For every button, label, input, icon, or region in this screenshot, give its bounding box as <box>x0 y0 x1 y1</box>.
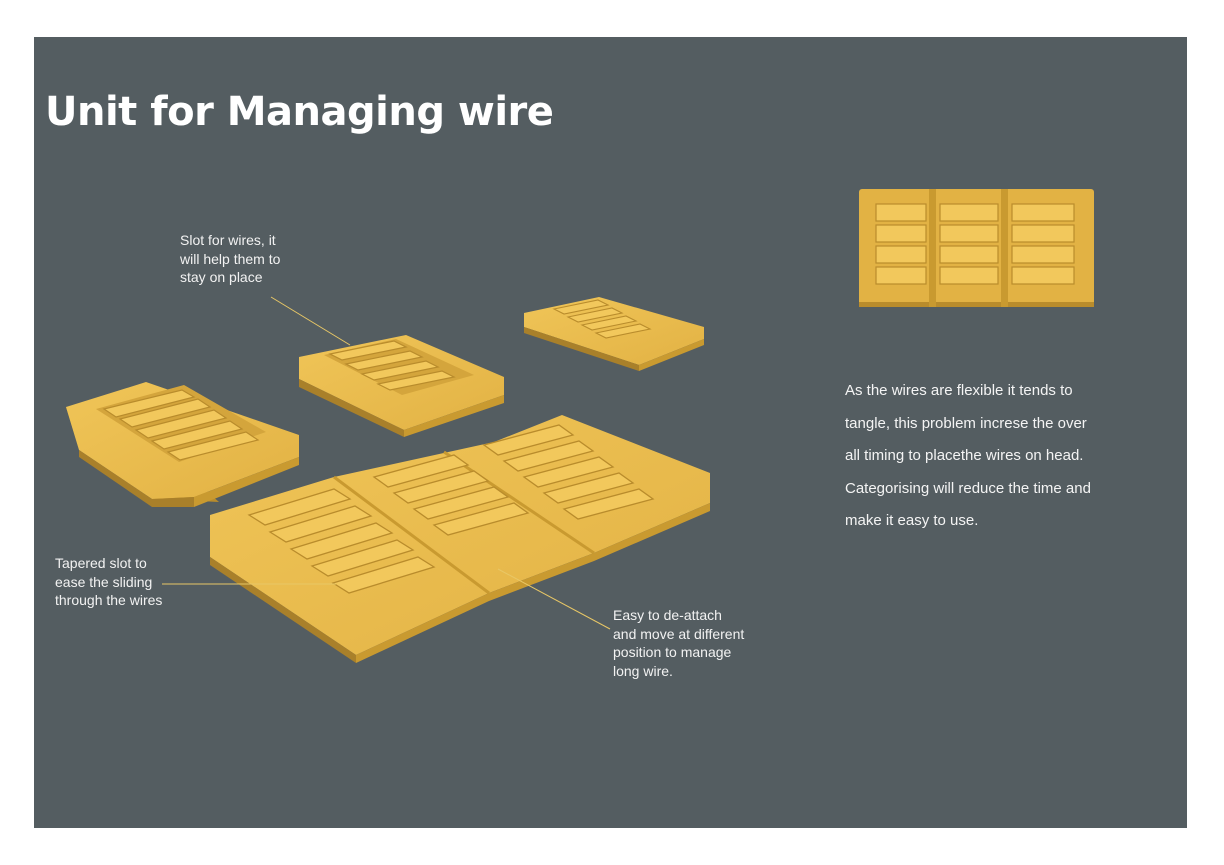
wire-unit-top-view <box>859 189 1094 307</box>
callout-easy-detach: Easy to de-attach and move at different … <box>613 606 744 680</box>
callout-line-detach <box>497 568 611 630</box>
wire-unit-top <box>524 297 704 371</box>
description-paragraph: As the wires are flexible it tends to ta… <box>845 375 1091 538</box>
callout-line: Slot for wires, it <box>180 232 276 248</box>
callout-slot-for-wires: Slot for wires, it will help them to sta… <box>180 231 280 287</box>
callout-line: through the wires <box>55 592 163 608</box>
callout-line: and move at different <box>613 625 745 642</box>
callout-line: Easy to de-attach <box>613 607 722 623</box>
page-title: Unit for Managing wire <box>45 89 554 135</box>
wire-unit-center <box>299 335 504 437</box>
callout-line: will help them to <box>180 250 281 267</box>
description-line: all timing to placethe wires on head. <box>845 447 1084 464</box>
callout-line-slot <box>270 296 351 346</box>
callout-tapered-slot: Tapered slot to ease the sliding through… <box>55 554 162 610</box>
callout-line: Tapered slot to <box>55 555 147 571</box>
wire-unit-illustrations <box>66 189 1094 663</box>
callout-line: ease the sliding <box>55 573 153 590</box>
callout-line: stay on place <box>180 269 263 285</box>
description-line: As the wires are flexible it tends to <box>845 382 1073 399</box>
callout-line: long wire. <box>613 662 673 679</box>
description-line: Categorising will reduce the time and <box>845 479 1091 497</box>
presentation-panel: Unit for Managing wire Slot for wires, i… <box>34 37 1187 828</box>
callout-line: position to manage <box>613 644 732 660</box>
wire-unit-left <box>66 382 299 507</box>
wire-unit-assembled <box>210 415 710 663</box>
description-line: make it easy to use. <box>845 512 979 529</box>
description-line: tangle, this problem increse the over <box>845 414 1087 432</box>
